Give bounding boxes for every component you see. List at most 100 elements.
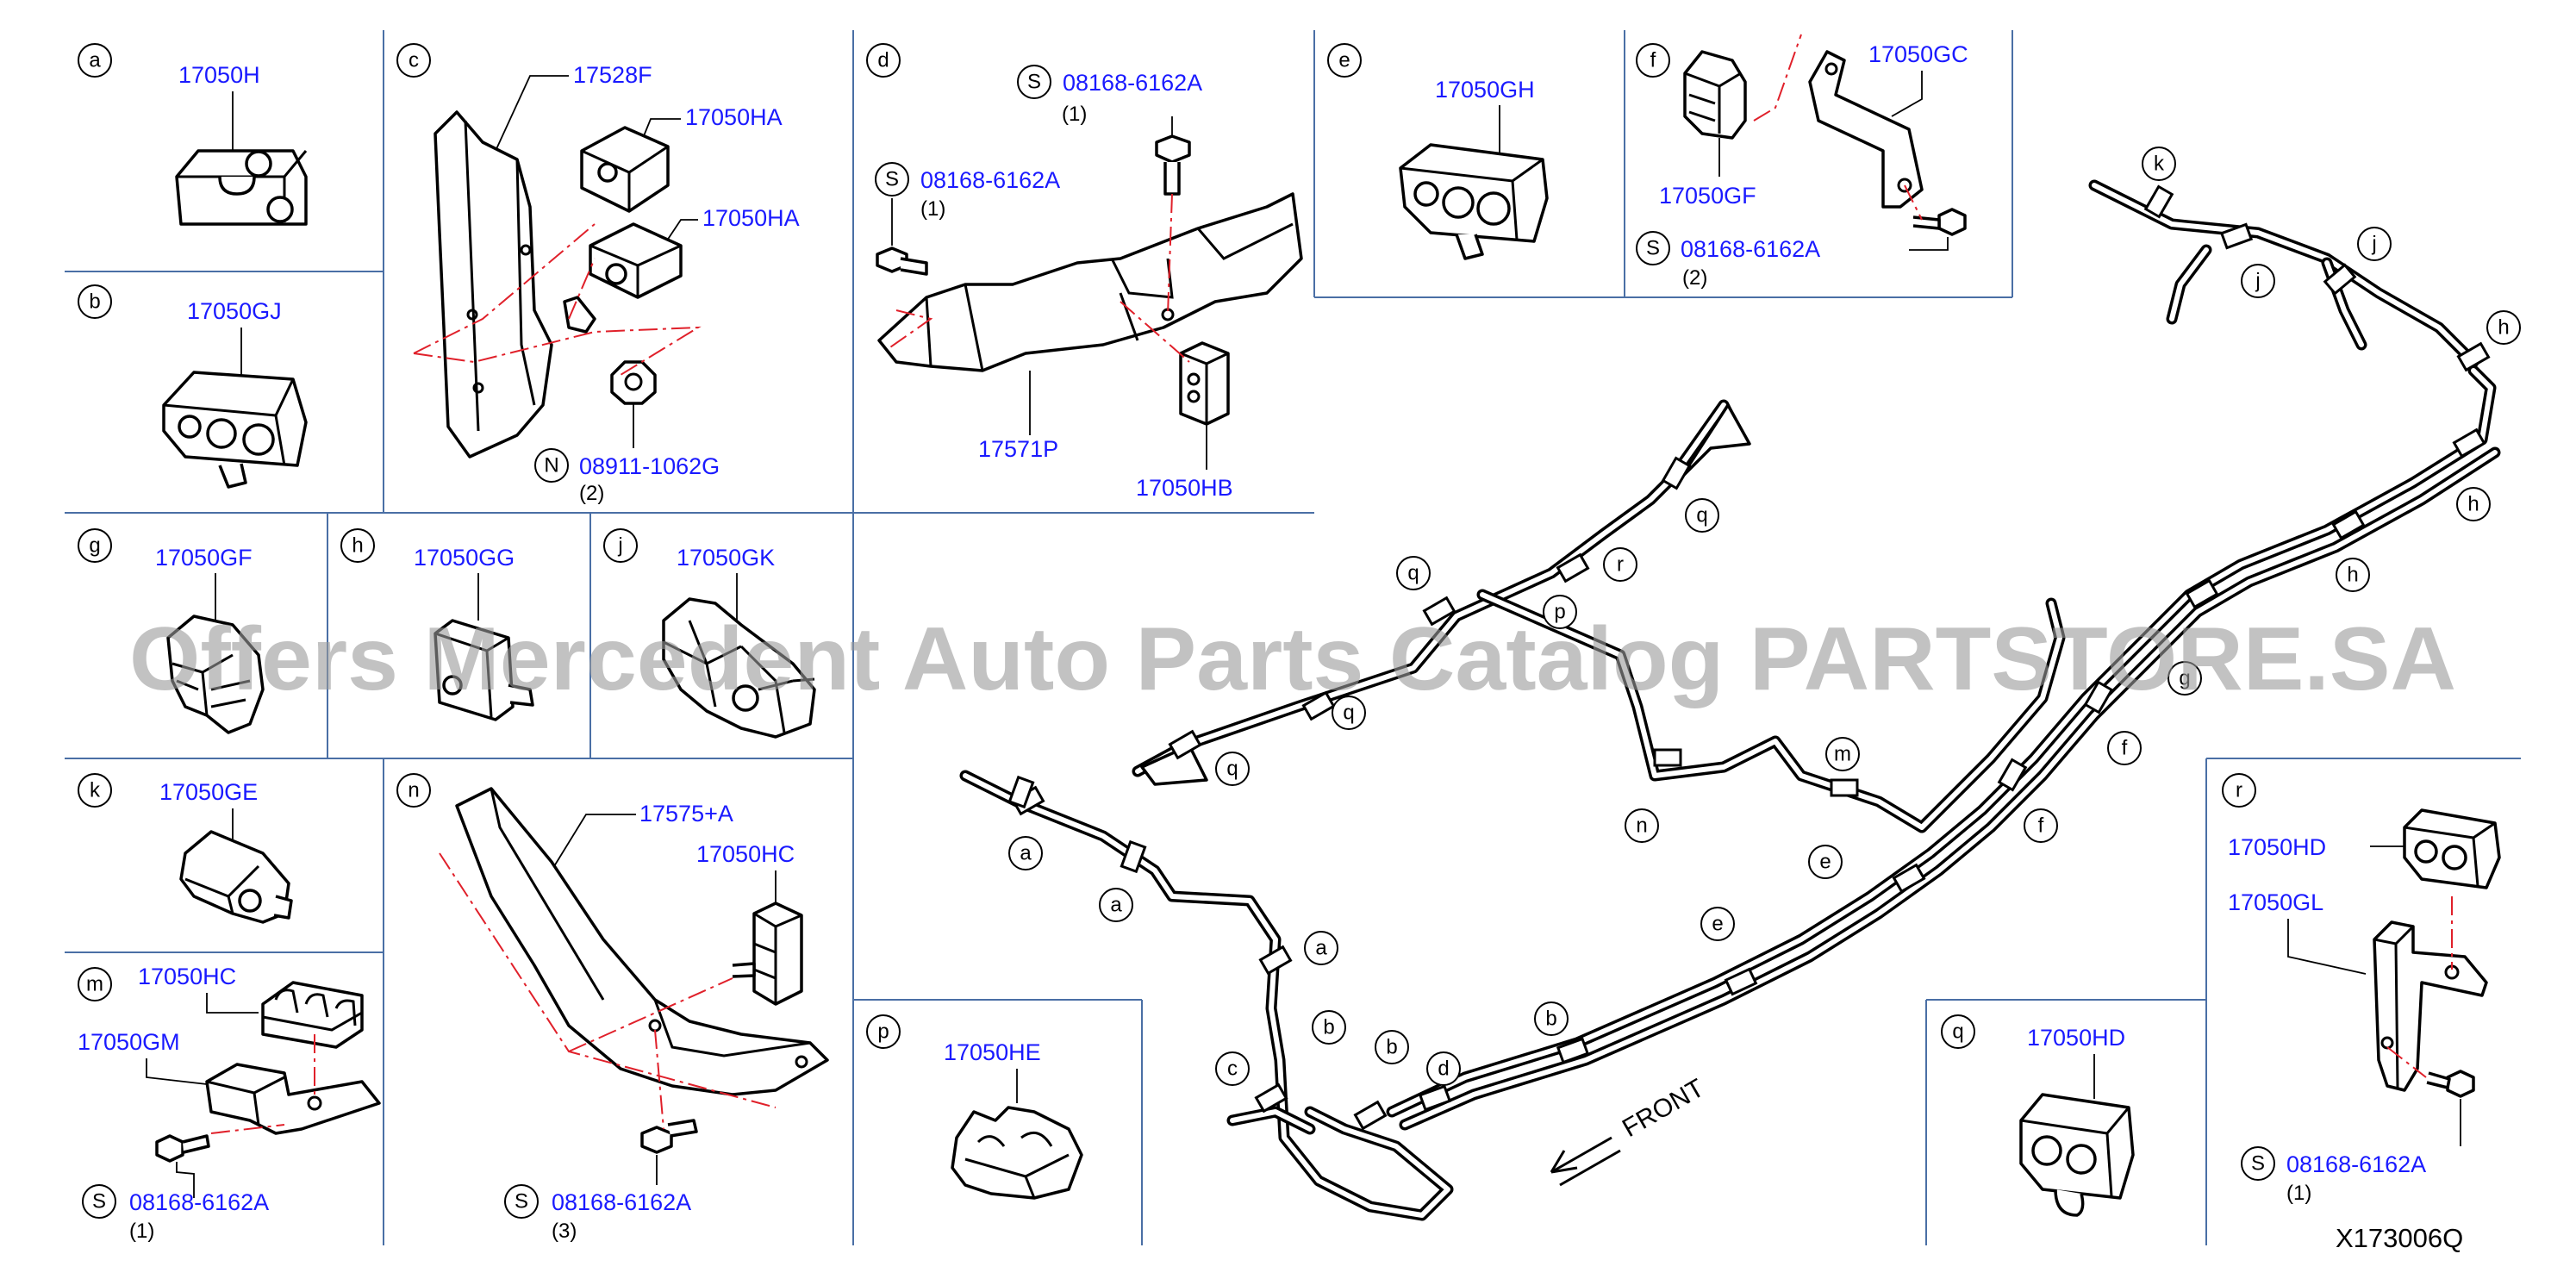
part-number-08168-6162A-m: 08168-6162A [129, 1189, 269, 1215]
part-number-17050GF-g: 17050GF [155, 545, 253, 571]
svg-text:b: b [1323, 1016, 1334, 1039]
clip-17050GH [1399, 143, 1549, 260]
svg-text:p: p [877, 1020, 889, 1044]
qty-m: (1) [129, 1220, 154, 1243]
svg-text:d: d [877, 49, 889, 72]
callout-g: g [2167, 661, 2202, 696]
callout-a-1: a [1008, 836, 1043, 870]
part-number-17050HC-n: 17050HC [696, 841, 795, 867]
callout-n: n [1625, 808, 1659, 843]
callout-c: c [1215, 1051, 1250, 1086]
bracket-17575+A [455, 787, 829, 1096]
panel-letter-g: g [78, 528, 112, 563]
clip-17050GG [433, 619, 534, 721]
callout-q-2: q [1396, 556, 1431, 590]
part-number-17050GC: 17050GC [1868, 41, 1968, 67]
panel-letter-k: k [78, 773, 112, 808]
diagram-code: X173006Q [2336, 1223, 2463, 1253]
qty-d2: (1) [920, 197, 945, 221]
bracket-17050GM [205, 1063, 381, 1135]
callouts: k j j h h h g q q q q r p m n e e f f a … [1008, 147, 2521, 1086]
bolt-symbol-S-n: S [504, 1184, 539, 1219]
svg-text:h: h [2498, 316, 2509, 340]
svg-text:b: b [1545, 1008, 1556, 1031]
svg-text:h: h [352, 534, 363, 558]
callout-d: d [1426, 1051, 1461, 1086]
clip-17050GF-f [1683, 50, 1747, 140]
panel-g: g 17050GF [78, 528, 265, 734]
part-number-17050HC-m: 17050HC [138, 964, 236, 989]
panel-letter-f: f [1636, 43, 1670, 78]
part-number-17050HA-upper: 17050HA [685, 104, 783, 130]
panel-letter-h: h [340, 528, 375, 563]
panel-c: c 17528F 17050HA 17050HA [396, 43, 800, 505]
part-number-17050HA-lower: 17050HA [702, 205, 800, 231]
svg-text:S: S [515, 1190, 528, 1213]
svg-text:N: N [544, 454, 558, 477]
part-number-08168-6162A-f: 08168-6162A [1681, 236, 1820, 262]
clip-17050GJ [162, 371, 308, 489]
callout-e-1: e [1808, 845, 1843, 879]
svg-text:q: q [1226, 758, 1238, 781]
panel-letter-b: b [78, 284, 112, 319]
svg-text:r: r [2236, 779, 2242, 802]
callout-h-1: h [2486, 310, 2521, 345]
panel-f: f 17050GC 17050GF S 08168-6162A (2) [1636, 34, 1968, 290]
clip-17050GF-g [166, 615, 265, 734]
callout-j-2: j [2241, 264, 2275, 298]
panel-a: a 17050H [78, 43, 308, 226]
part-number-08911-1062G: 08911-1062G [579, 453, 720, 479]
part-number-17050H: 17050H [178, 62, 260, 88]
callout-b-2: b [1312, 1010, 1346, 1045]
svg-text:S: S [1646, 237, 1660, 260]
part-number-17050GH: 17050GH [1435, 77, 1535, 103]
clip-17050HA-lower [589, 222, 683, 299]
part-number-17528F: 17528F [573, 62, 652, 88]
callout-k: k [2142, 147, 2176, 181]
callout-b-1: b [1534, 1001, 1569, 1036]
nut-symbol-N: N [534, 448, 569, 483]
svg-text:e: e [1338, 49, 1350, 72]
qty-r: (1) [2286, 1182, 2311, 1205]
panel-letter-m: m [78, 967, 112, 1001]
nut-08911-1062G [610, 360, 657, 405]
panel-letter-a: a [78, 43, 112, 78]
svg-text:g: g [2179, 667, 2190, 690]
part-number-17050GK: 17050GK [677, 545, 775, 571]
bolt-n [640, 1119, 698, 1154]
svg-text:q: q [1343, 702, 1354, 725]
qty-c: (2) [579, 482, 604, 505]
clip-17050HD-r [2403, 808, 2501, 889]
bracket-17050GC [1808, 50, 1924, 209]
part-number-17050GM: 17050GM [78, 1029, 180, 1055]
svg-text:h: h [2467, 493, 2479, 516]
bolt-d-upper [1155, 134, 1191, 196]
svg-text:r: r [1617, 553, 1624, 577]
part-number-17050HE: 17050HE [944, 1039, 1041, 1065]
part-number-17050HD-r: 17050HD [2228, 834, 2326, 860]
svg-text:d: d [1438, 1058, 1449, 1081]
callout-q-1: q [1685, 498, 1719, 533]
front-label: FRONT [1618, 1074, 1709, 1143]
bolt-symbol-S-r: S [2241, 1146, 2275, 1181]
svg-text:j: j [617, 534, 622, 558]
panel-grid-lines [65, 30, 2521, 1245]
svg-text:f: f [1650, 49, 1656, 72]
clip-17050HB [1179, 341, 1230, 426]
svg-text:q: q [1696, 504, 1707, 527]
clip-17050H [175, 149, 308, 226]
svg-text:f: f [2038, 814, 2044, 838]
bolt-symbol-S-m: S [82, 1184, 116, 1219]
panel-n: n 17575+A 17050HC S 08168-6162A [396, 773, 829, 1243]
callout-f-1: f [2107, 731, 2142, 765]
watermark: Offers Mercedent Auto Parts Catalog PART… [129, 609, 2456, 709]
bolt-symbol-S-d1: S [1017, 65, 1051, 99]
panel-letter-q: q [1941, 1014, 1975, 1049]
svg-text:k: k [90, 779, 101, 802]
svg-text:m: m [1834, 743, 1851, 766]
callout-p: p [1543, 595, 1577, 629]
panel-h: h 17050GG [340, 528, 534, 721]
panel-j: j 17050GK [603, 528, 816, 739]
panel-q: q 17050HD [1941, 1014, 2135, 1217]
svg-text:S: S [1027, 71, 1041, 94]
